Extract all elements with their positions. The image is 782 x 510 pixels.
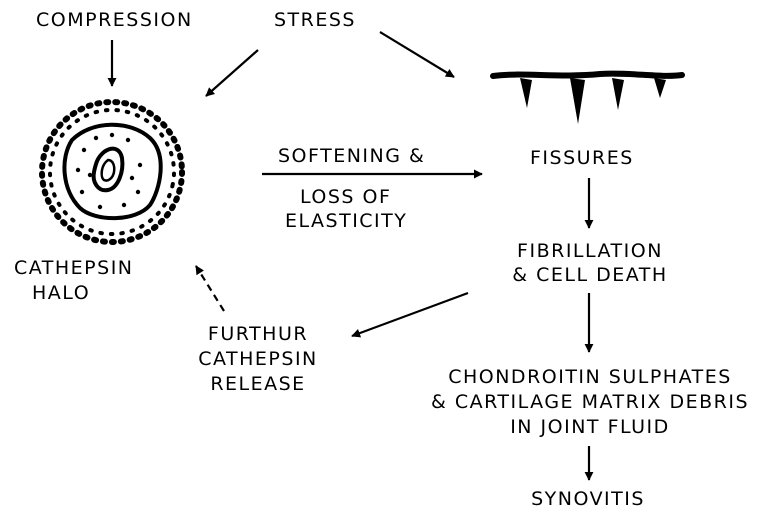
chondroitin-label-line2: & CARTILAGE MATRIX DEBRIS	[431, 391, 749, 413]
arrow-stress-to-cell	[206, 50, 258, 96]
cathepsin-halo-label-line2: HALO	[32, 282, 90, 304]
cathepsin-halo-label-line1: CATHEPSIN	[14, 257, 134, 279]
softening-label-line2: LOSS OF	[300, 186, 391, 208]
fissures-label: FISSURES	[530, 147, 634, 169]
fibrillation-label-line2: & CELL DEATH	[512, 264, 667, 286]
arrow-fibrillation-to-release	[352, 293, 468, 336]
further-release-label-line2: CATHEPSIN	[198, 348, 318, 370]
chondroitin-label-line1: CHONDROITIN SULPHATES	[448, 366, 732, 388]
further-release-label-line3: RELEASE	[210, 373, 305, 395]
softening-label-line1: SOFTENING &	[278, 145, 425, 167]
stress-label: STRESS	[274, 9, 356, 31]
fibrillation-label-line1: FIBRILLATION	[517, 240, 663, 262]
softening-label-line3: ELASTICITY	[285, 210, 407, 232]
fissure-drawing	[493, 74, 682, 124]
further-release-label-line1: FURTHUR	[208, 323, 308, 345]
chondroitin-label-line3: IN JOINT FLUID	[510, 416, 670, 438]
synovitis-label: SYNOVITIS	[531, 488, 645, 510]
compression-label: COMPRESSION	[36, 9, 193, 31]
arrow-stress-to-fissures	[380, 32, 454, 77]
cell-halo-drawing	[38, 98, 185, 245]
arrow-release-to-halo	[196, 266, 224, 311]
